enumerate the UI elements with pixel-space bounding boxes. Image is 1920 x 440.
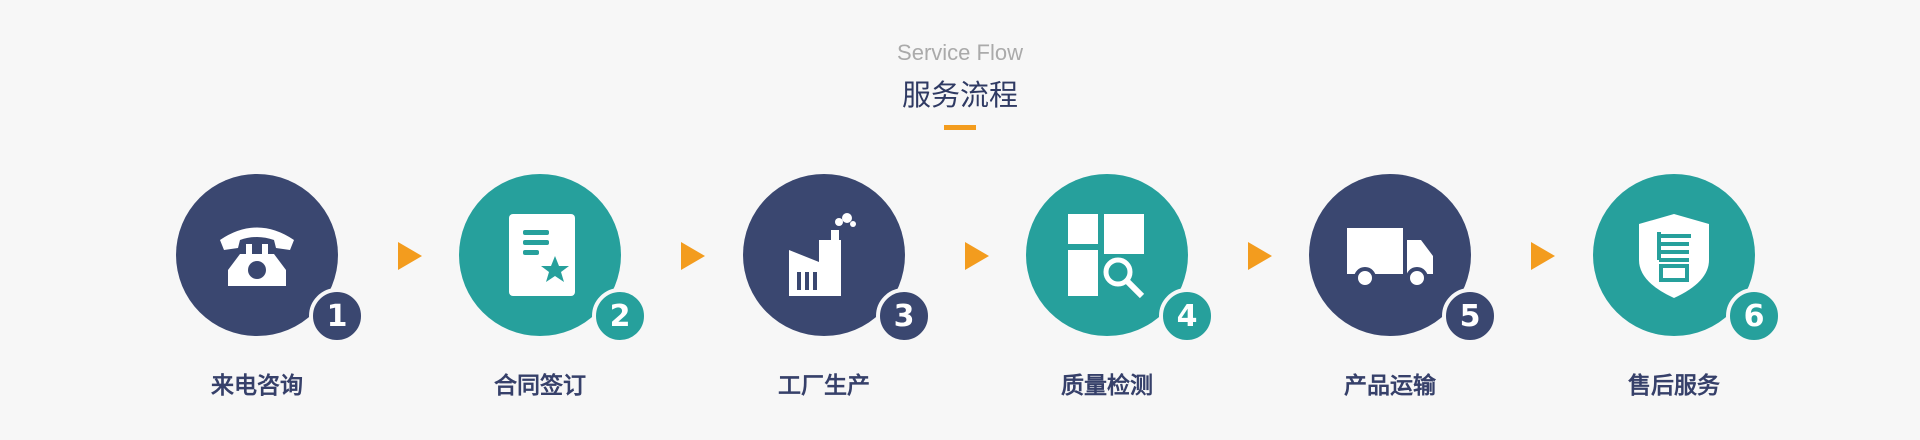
step-label: 产品运输 bbox=[1344, 373, 1436, 399]
step-label: 来电咨询 bbox=[211, 373, 303, 399]
arrow-right-icon bbox=[965, 242, 989, 270]
step-4: 4 质量检测 bbox=[957, 174, 1257, 414]
step-label: 工厂生产 bbox=[778, 373, 870, 399]
step-number-badge: 1 bbox=[309, 288, 365, 344]
step-6: 6 售后服务 bbox=[1524, 174, 1824, 414]
step-2: 2 合同签订 bbox=[390, 174, 690, 414]
title-underline bbox=[944, 125, 976, 130]
arrow-right-icon bbox=[398, 242, 422, 270]
arrow-right-icon bbox=[681, 242, 705, 270]
telephone-icon bbox=[176, 174, 338, 336]
step-label: 合同签订 bbox=[494, 373, 586, 399]
arrow-right-icon bbox=[1531, 242, 1555, 270]
step-number-badge: 6 bbox=[1726, 288, 1782, 344]
section-title: 服务流程 bbox=[901, 78, 1018, 112]
contract-icon bbox=[459, 174, 621, 336]
step-number-badge: 3 bbox=[876, 288, 932, 344]
step-number-badge: 2 bbox=[592, 288, 648, 344]
step-label: 售后服务 bbox=[1628, 373, 1720, 399]
step-3: 3 工厂生产 bbox=[674, 174, 974, 414]
step-1: 1 来电咨询 bbox=[107, 174, 407, 414]
step-number-badge: 4 bbox=[1159, 288, 1215, 344]
factory-icon bbox=[743, 174, 905, 336]
step-5: 5 产品运输 bbox=[1240, 174, 1540, 414]
arrow-right-icon bbox=[1248, 242, 1272, 270]
step-number-badge: 5 bbox=[1442, 288, 1498, 344]
step-label: 质量检测 bbox=[1061, 373, 1153, 399]
section-subtitle: Service Flow bbox=[897, 40, 1023, 65]
